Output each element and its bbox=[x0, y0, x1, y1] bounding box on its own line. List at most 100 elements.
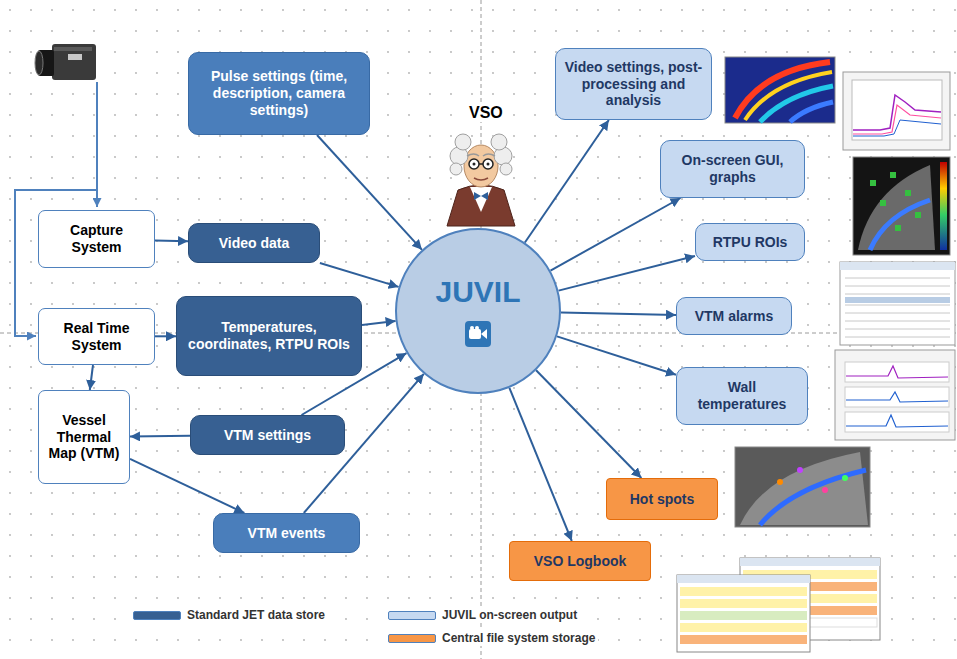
legend-entry: Standard JET data store bbox=[130, 607, 328, 623]
box-label: Wall temperatures bbox=[683, 379, 801, 413]
video-icon bbox=[469, 329, 481, 339]
heatmap-screenshot bbox=[725, 57, 835, 123]
table-screenshot bbox=[845, 313, 950, 314]
flow-arrow bbox=[130, 459, 244, 513]
camera-image-screenshot bbox=[895, 225, 901, 231]
table-screenshot bbox=[845, 305, 950, 306]
data-store-box: VTM settings bbox=[190, 415, 345, 455]
flow-arrow bbox=[525, 120, 609, 243]
data-store-box: Temperatures, coordinates, RTPU ROIs bbox=[176, 296, 362, 376]
table-screenshot bbox=[845, 297, 950, 303]
graph-screenshot bbox=[852, 80, 942, 140]
vso-character bbox=[450, 163, 462, 175]
flow-arrow bbox=[155, 240, 188, 243]
flow-arrow bbox=[155, 335, 176, 337]
box-label: VTM settings bbox=[224, 427, 311, 444]
hotspot-screenshot bbox=[740, 452, 868, 525]
legend-entry: Central file system storage bbox=[385, 630, 598, 646]
vso-character bbox=[464, 145, 498, 187]
flow-arrow bbox=[362, 321, 396, 325]
box-label: RTPU ROIs bbox=[713, 234, 788, 251]
system-box: Real Time System bbox=[38, 308, 155, 365]
graph-screenshot bbox=[853, 120, 941, 136]
table-screenshot bbox=[840, 262, 955, 345]
output-box: VTM alarms bbox=[676, 297, 792, 335]
flow-arrow bbox=[320, 263, 399, 287]
vso-character bbox=[487, 163, 490, 166]
camera-image-screenshot bbox=[853, 157, 950, 255]
legend-swatch bbox=[388, 634, 436, 643]
vso-character bbox=[469, 159, 479, 169]
legend-entry: JUVIL on-screen output bbox=[385, 607, 580, 623]
box-label: VSO Logbook bbox=[534, 553, 627, 570]
camera-icon bbox=[35, 51, 43, 75]
central-circle: JUVIL bbox=[395, 228, 561, 394]
camera-image-screenshot bbox=[870, 200, 930, 250]
vso-character bbox=[455, 134, 471, 150]
legend-swatch bbox=[388, 611, 436, 620]
box-label: Capture System bbox=[45, 222, 148, 256]
video-icon bbox=[464, 320, 492, 348]
table-screenshot bbox=[845, 329, 950, 330]
vso-character bbox=[479, 163, 483, 165]
table-screenshot bbox=[840, 262, 955, 270]
box-label: Hot spots bbox=[630, 491, 695, 508]
heatmap-screenshot bbox=[760, 86, 833, 122]
camera-wires bbox=[96, 82, 98, 207]
legend-text: Central file system storage bbox=[442, 631, 595, 645]
vso-character bbox=[467, 154, 495, 156]
flow-arrow bbox=[317, 135, 422, 250]
role-label: VSO bbox=[466, 104, 506, 122]
vso-character bbox=[500, 163, 512, 175]
vso-character bbox=[447, 134, 515, 226]
data-store-box: Pulse settings (time, description, camer… bbox=[188, 52, 370, 135]
camera-image-screenshot bbox=[890, 172, 896, 178]
hotspot-screenshot bbox=[735, 447, 870, 527]
vso-character bbox=[474, 192, 488, 200]
box-label: Vessel Thermal Map (VTM) bbox=[45, 412, 123, 462]
hotspot-screenshot bbox=[842, 475, 848, 481]
vso-character bbox=[491, 134, 507, 150]
storage-box: Hot spots bbox=[606, 478, 718, 520]
wall-temperature-screenshot bbox=[845, 387, 949, 407]
system-box: Vessel Thermal Map (VTM) bbox=[38, 390, 130, 484]
wall-temperature-screenshot bbox=[845, 412, 949, 432]
hotspot-screenshot bbox=[735, 447, 870, 527]
video-icon bbox=[475, 326, 479, 330]
logbook-screenshot bbox=[740, 558, 880, 566]
hotspot-screenshot bbox=[760, 470, 866, 525]
wall-temperature-screenshot bbox=[846, 366, 948, 378]
circle-title: JUVIL bbox=[435, 274, 520, 310]
flow-arrow bbox=[536, 370, 641, 478]
flow-arrow bbox=[130, 435, 190, 438]
camera-image-screenshot bbox=[940, 162, 947, 250]
video-icon bbox=[465, 321, 491, 347]
output-box: Wall temperatures bbox=[676, 367, 808, 425]
data-store-box: VTM events bbox=[213, 513, 360, 553]
box-label: VTM alarms bbox=[695, 308, 774, 325]
wall-temperature-screenshot bbox=[846, 392, 948, 402]
hotspot-screenshot bbox=[822, 487, 828, 493]
flow-arrow bbox=[561, 313, 676, 315]
box-label: Pulse settings (time, description, camer… bbox=[195, 68, 363, 118]
logbook-screenshot bbox=[680, 587, 807, 596]
box-label: On-screen GUI, graphs bbox=[667, 152, 798, 186]
graph-screenshot bbox=[843, 72, 950, 150]
wall-temperature-screenshot bbox=[835, 350, 955, 440]
box-label: Video data bbox=[219, 235, 290, 252]
logbook-screenshot bbox=[680, 623, 807, 632]
hotspot-screenshot bbox=[777, 479, 783, 485]
heatmap-screenshot bbox=[725, 57, 835, 123]
system-box: Capture System bbox=[38, 210, 155, 268]
table-screenshot bbox=[845, 294, 950, 295]
logbook-screenshot bbox=[680, 611, 807, 620]
box-label: Temperatures, coordinates, RTPU ROIs bbox=[183, 319, 355, 353]
camera-icon bbox=[54, 47, 92, 51]
flow-arrow bbox=[557, 336, 676, 374]
box-label: VTM events bbox=[248, 525, 326, 542]
camera-image-screenshot bbox=[870, 180, 876, 186]
vso-character bbox=[447, 185, 515, 226]
